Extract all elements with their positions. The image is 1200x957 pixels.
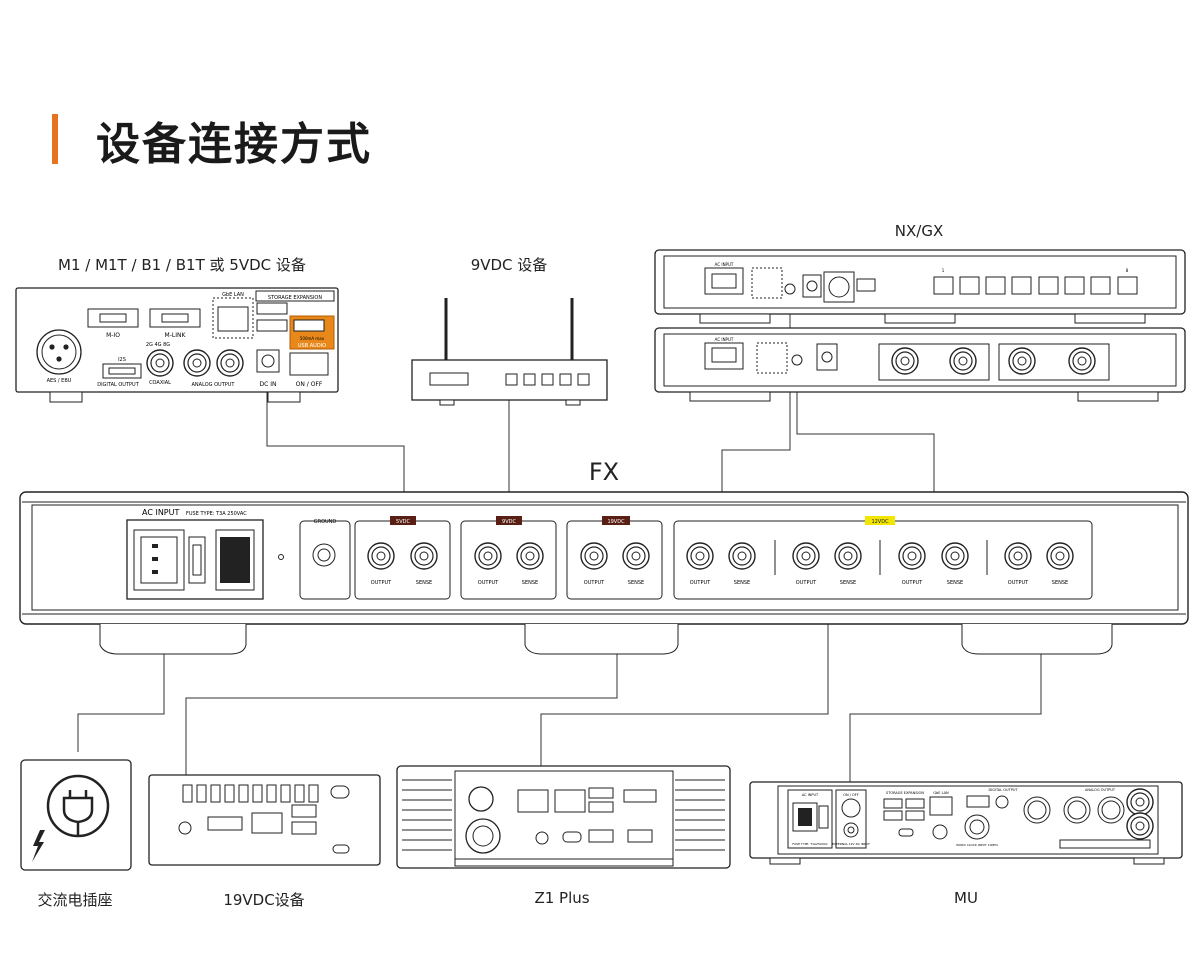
fx-5vdc-badge — [390, 516, 416, 525]
dc-in-label: DC IN — [260, 381, 277, 388]
i2s-label: I2S — [118, 357, 126, 363]
usb-port-1 — [256, 302, 288, 315]
fx-9vdc-badge — [496, 516, 522, 525]
fx-ac-input-label: AC INPUT — [142, 508, 179, 517]
fx-5vdc-sense-port — [410, 542, 438, 570]
digital-output-label: DIGITAL OUTPUT — [97, 382, 139, 388]
fx-19vdc-badge — [602, 516, 630, 525]
aes-ebu-xlr-port — [36, 329, 82, 375]
mu-device: AC INPUT FUSE TYPE: T1A250VAC ON / OFF E… — [749, 781, 1183, 865]
fx-device-label: FX — [588, 458, 620, 486]
page-title: 设备连接方式 — [96, 119, 372, 170]
m-link-port — [149, 308, 201, 328]
nxgx-bottom-dc-in — [791, 354, 803, 366]
m-link-speeds: 2G 4G 8G — [146, 342, 170, 348]
dc-in-port — [256, 349, 280, 373]
mu-gbe-label: GbE LAN — [933, 791, 949, 795]
mu-ext-dc-label: EXTERNAL 12V DC INPUT — [832, 842, 870, 846]
wall-outlet — [20, 759, 132, 871]
power-switch — [289, 352, 329, 376]
router-9vdc-device — [411, 298, 608, 406]
svg-text:SENSE: SENSE — [628, 580, 644, 586]
fx-12vdc-badge — [865, 516, 895, 525]
nxgx-top-device: AC INPUT 1 8 — [654, 249, 1186, 324]
mu-storage-label: STORAGE EXPANSION — [886, 791, 924, 795]
m-io-port — [87, 308, 139, 328]
z1-plus-device — [396, 765, 731, 869]
svg-text:OUTPUT: OUTPUT — [902, 580, 923, 586]
pc19-device-label: 19VDC设备 — [223, 891, 305, 909]
mu-on-off-label: ON / OFF — [843, 793, 859, 797]
router-device-label: 9VDC 设备 — [470, 256, 548, 274]
analog-r-port — [183, 349, 211, 377]
nxgx-bottom-ac-label: AC INPUT — [715, 337, 734, 342]
title-accent-bar — [52, 114, 58, 164]
analog-l-port — [216, 349, 244, 377]
fx-fuse-holder — [188, 536, 206, 584]
outlet-label: 交流电插座 — [37, 891, 113, 909]
nxgx-device-label: NX/GX — [894, 222, 944, 240]
fx-9vdc-badge-label: 9VDC — [502, 519, 516, 525]
switch-1-label: 1 — [942, 268, 945, 273]
m1-device: AES / EBU M-IO M-LINK 2G 4G 8G I2S COAXI… — [15, 287, 339, 403]
fx-19vdc-sense-port — [622, 542, 650, 570]
fx-iec-socket — [133, 529, 185, 591]
svg-text:SENSE: SENSE — [1052, 580, 1068, 586]
svg-text:OUTPUT: OUTPUT — [478, 580, 499, 586]
fx-19vdc-badge-label: 19VDC — [607, 519, 625, 525]
aes-ebu-label: AES / EBU — [47, 378, 72, 384]
gbe-lan-port — [217, 306, 249, 332]
storage-expansion-label: STORAGE EXPANSION — [268, 295, 322, 301]
mu-word-clock-label: WORD CLOCK INPUT 10MHz — [956, 843, 998, 847]
svg-text:OUTPUT: OUTPUT — [584, 580, 605, 586]
nxgx-bottom-device: AC INPUT — [654, 327, 1186, 402]
usb-port-2 — [256, 319, 288, 332]
mu-device-label: MU — [954, 889, 978, 907]
svg-text:SENSE: SENSE — [734, 580, 750, 586]
fx-5vdc-output-port — [367, 542, 395, 570]
svg-text:OUTPUT: OUTPUT — [796, 580, 817, 586]
on-off-label: ON / OFF — [296, 381, 323, 388]
mu-analog-output-label: ANALOG OUTPUT — [1085, 788, 1116, 792]
line-ac — [77, 599, 165, 752]
fx-19vdc-output-port — [580, 542, 608, 570]
fx-9vdc-output-port — [474, 542, 502, 570]
svg-text:SENSE: SENSE — [522, 580, 538, 586]
svg-text:OUTPUT: OUTPUT — [1008, 580, 1029, 586]
mu-ac-label: AC INPUT — [802, 793, 819, 797]
m-link-label: M-LINK — [165, 332, 187, 339]
line-5vdc — [266, 365, 405, 517]
svg-text:OUTPUT: OUTPUT — [371, 580, 392, 586]
usb-audio-label: USB AUDIO — [298, 343, 326, 349]
fx-12vdc-badge-label: 12VDC — [871, 519, 889, 525]
coaxial-label: COAXIAL — [149, 380, 171, 386]
coaxial-port — [146, 349, 174, 377]
mu-fuse-label: FUSE TYPE: T1A250VAC — [792, 842, 827, 846]
m1-device-label: M1 / M1T / B1 / B1T 或 5VDC 设备 — [58, 256, 306, 274]
nxgx-top-dc-in — [784, 283, 796, 295]
usb-note: 500mA max — [300, 336, 325, 341]
m-io-label: M-IO — [106, 332, 120, 339]
gbe-lan-label: GbE LAN — [222, 292, 244, 298]
svg-text:OUTPUT: OUTPUT — [690, 580, 711, 586]
mu-digital-output-label: DIGITAL OUTPUT — [988, 788, 1018, 792]
fx-ground-label: GROUND — [314, 519, 337, 525]
usb-audio-port — [293, 319, 325, 332]
nxgx-top-ac-label: AC INPUT — [715, 262, 734, 267]
pc-19vdc-device — [148, 774, 381, 866]
z1-device-label: Z1 Plus — [534, 889, 590, 907]
fx-device: AC INPUT FUSE TYPE: T3A 250VAC GROUND 5V… — [19, 491, 1189, 655]
line-12vdc-bottom — [796, 365, 935, 540]
switch-8-label: 8 — [1126, 268, 1129, 273]
fx-5vdc-badge-label: 5VDC — [396, 519, 410, 525]
svg-text:SENSE: SENSE — [416, 580, 432, 586]
fx-9vdc-sense-port — [516, 542, 544, 570]
fx-fuse-label: FUSE TYPE: T3A 250VAC — [186, 511, 247, 517]
svg-text:SENSE: SENSE — [947, 580, 963, 586]
analog-output-label: ANALOG OUTPUT — [192, 382, 236, 388]
svg-text:SENSE: SENSE — [840, 580, 856, 586]
